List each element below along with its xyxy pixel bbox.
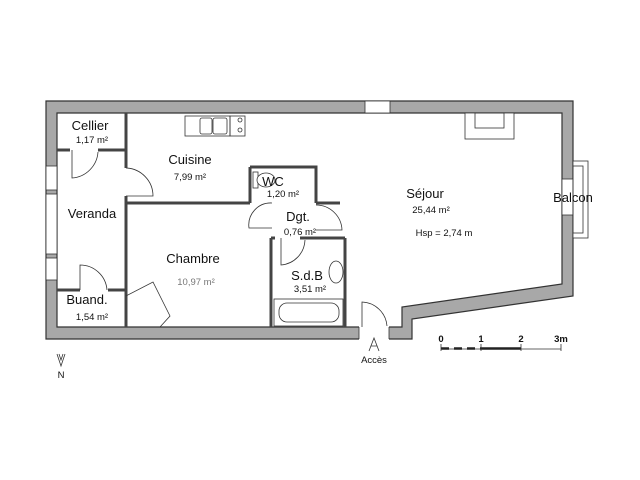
scale-label: 3m <box>554 334 568 345</box>
room-name-chambre: Chambre <box>166 251 219 266</box>
room-name-cellier: Cellier <box>72 118 110 133</box>
room-name-buand: Buand. <box>66 292 107 307</box>
north-arrow-icon <box>56 353 66 368</box>
chimney <box>464 112 515 140</box>
entrance-door[interactable] <box>361 301 388 327</box>
room-area-buand: 1,54 m² <box>76 312 108 323</box>
access-label: Accès <box>361 355 387 366</box>
exterior-walls <box>45 100 574 340</box>
room-area-chambre: 10,97 m² <box>177 277 215 288</box>
bathtub <box>273 298 344 327</box>
toilet <box>252 171 276 189</box>
scale-bar: 0 1 2 3m <box>438 334 568 351</box>
scale-label: 1 <box>478 334 484 345</box>
scale-label: 2 <box>518 334 523 345</box>
room-name-balcon: Balcon <box>553 190 593 205</box>
scale-label: 0 <box>438 334 443 345</box>
room-name-cuisine: Cuisine <box>168 152 211 167</box>
room-area-cellier: 1,17 m² <box>76 135 108 146</box>
washbasin <box>328 260 344 284</box>
north-label: N <box>58 370 65 381</box>
room-area-sejour: 25,44 m² <box>412 205 450 216</box>
ceiling-height: Hsp = 2,74 m <box>416 228 473 239</box>
room-name-sejour: Séjour <box>406 186 444 201</box>
room-name-wc: WC <box>262 174 284 189</box>
kitchen-sink <box>184 115 246 137</box>
room-name-dgt: Dgt. <box>286 209 310 224</box>
room-area-dgt: 0,76 m² <box>284 227 316 238</box>
room-area-cuisine: 7,99 m² <box>174 172 206 183</box>
room-name-veranda: Veranda <box>68 206 117 221</box>
room-area-wc: 1,20 m² <box>267 189 299 200</box>
access-arrow-icon <box>368 336 380 352</box>
balcony <box>561 160 589 239</box>
top-window <box>364 100 391 114</box>
room-area-sdb: 3,51 m² <box>294 284 326 295</box>
left-windows <box>45 165 58 281</box>
interior-doors[interactable] <box>71 150 343 328</box>
interior-walls <box>57 113 347 327</box>
entrance-opening <box>359 326 389 340</box>
room-name-sdb: S.d.B <box>291 268 323 283</box>
